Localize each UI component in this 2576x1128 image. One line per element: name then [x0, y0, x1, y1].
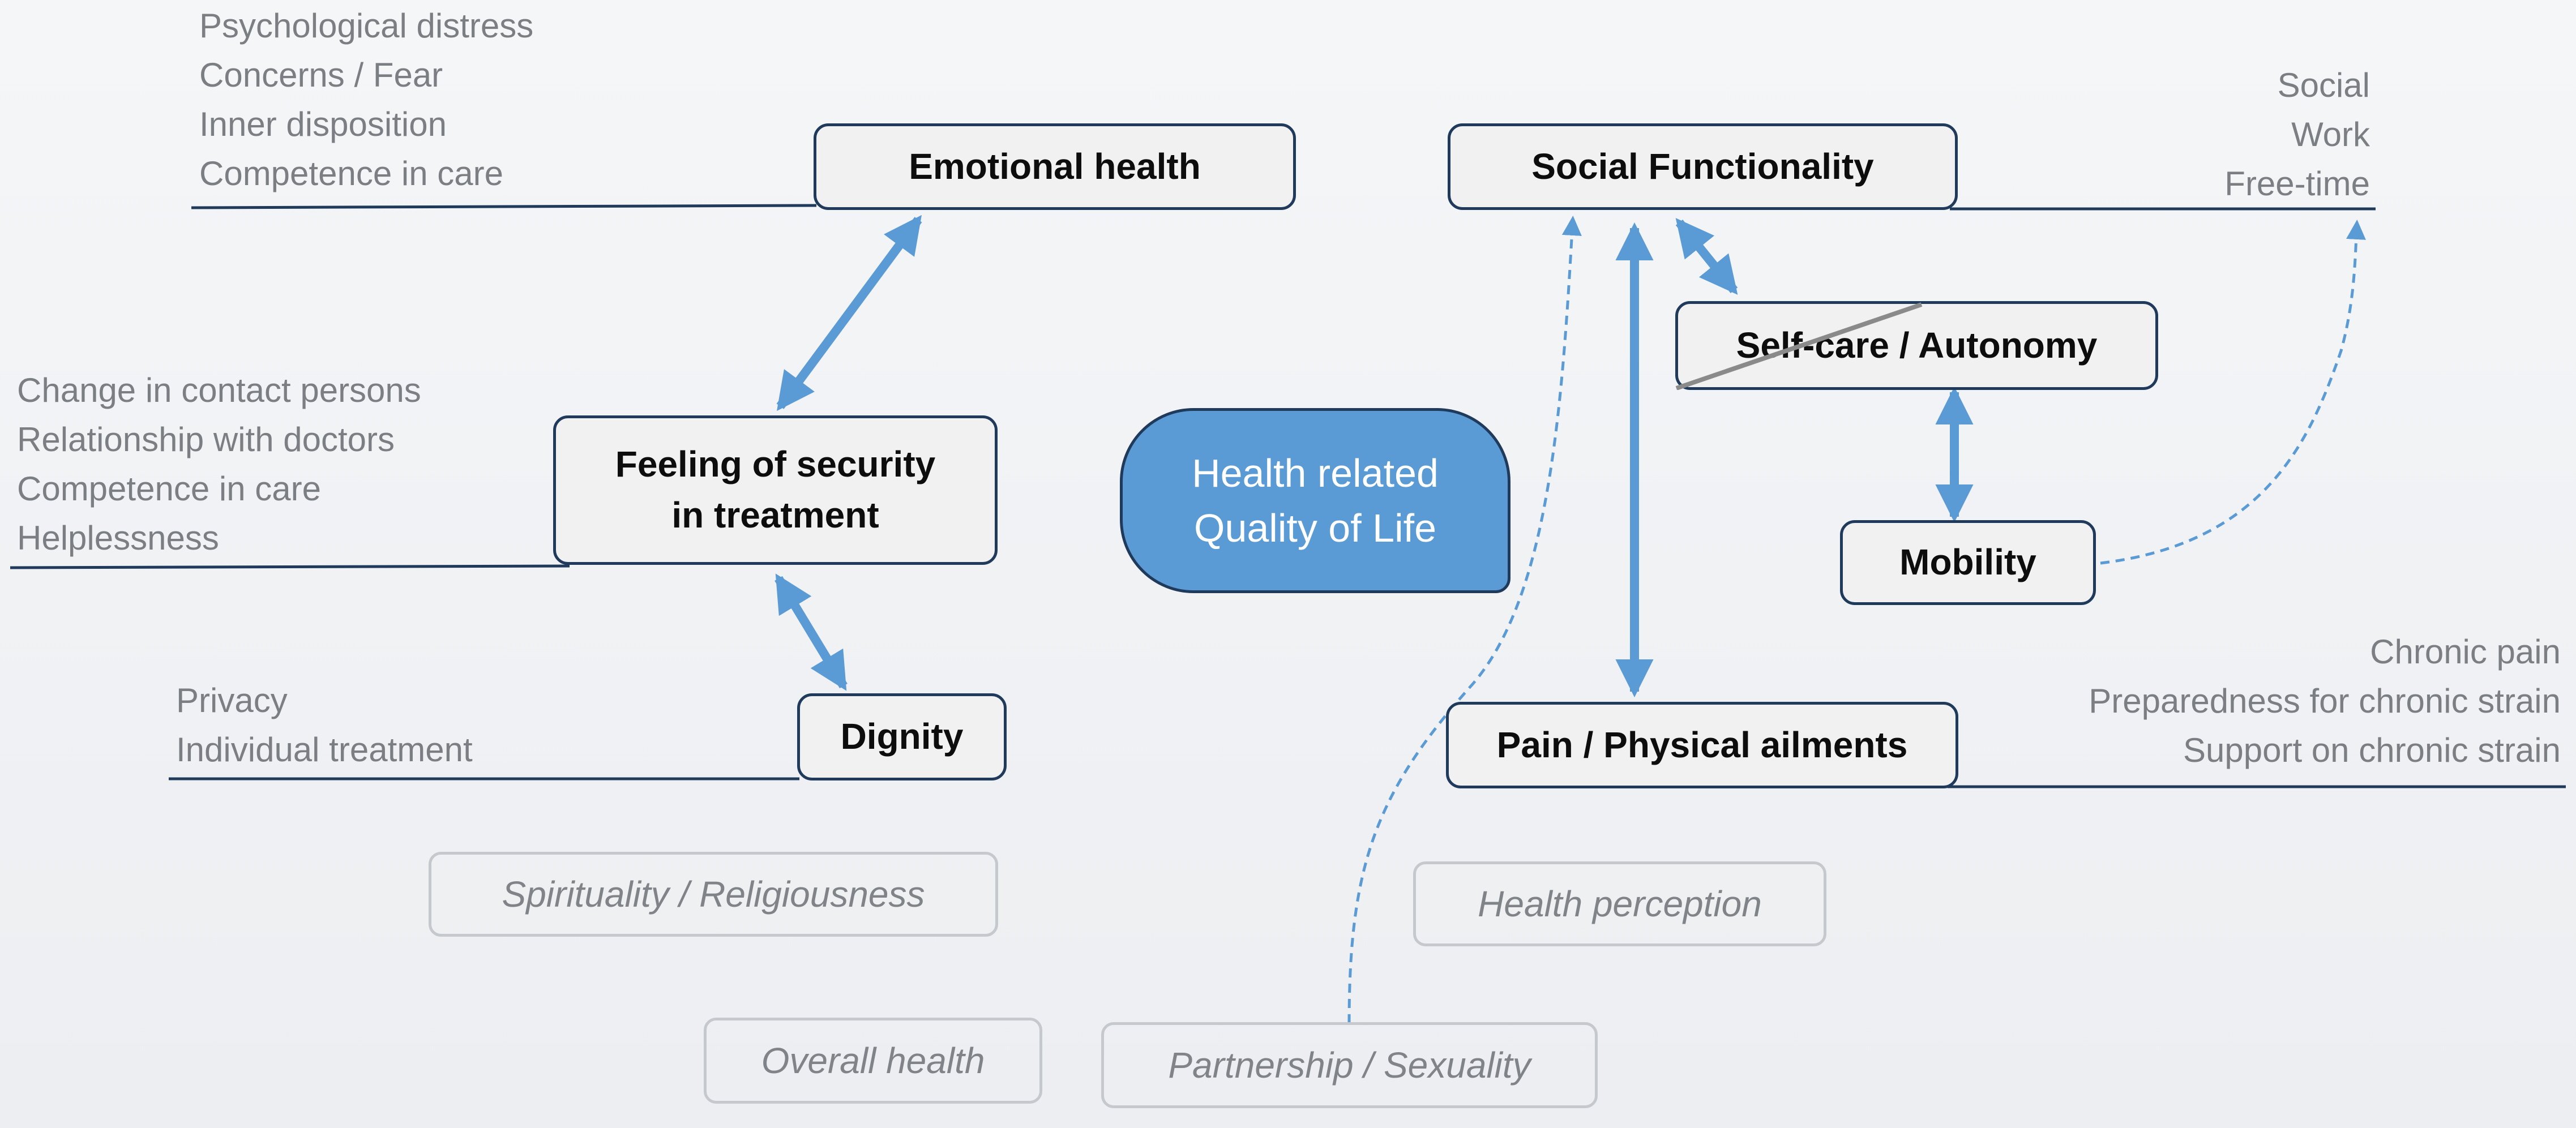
note-item: Chronic pain	[2370, 633, 2561, 671]
note-item: Inner disposition	[199, 105, 447, 143]
note-item: Work	[2291, 115, 2370, 153]
arrow-social-selfcare	[1675, 218, 1738, 295]
node-social-functionality: Social Functionality	[1448, 123, 1958, 210]
note-item: Competence in care	[17, 470, 321, 508]
note-item: Change in contact persons	[17, 371, 421, 409]
notes-dignity: Privacy Individual treatment	[176, 676, 473, 774]
notes-pain: Chronic pain Preparedness for chronic st…	[2089, 627, 2561, 775]
notes-feeling-security: Change in contact persons Relationship w…	[17, 366, 421, 563]
arrow-security-dignity	[774, 573, 848, 691]
notes-emotional-health: Psychological distress Concerns / Fear I…	[199, 1, 533, 198]
node-emotional-health: Emotional health	[814, 123, 1296, 210]
note-item: Social	[2277, 66, 2370, 104]
note-item: Helplessness	[17, 519, 219, 557]
strike-line	[1675, 302, 1923, 390]
node-mobility: Mobility	[1840, 520, 2096, 605]
center-health-related-qol: Health related Quality of Life	[1120, 408, 1510, 593]
dashed-arrow-mobility-social	[2100, 220, 2366, 565]
notes-social-functionality: Social Work Free-time	[2224, 61, 2370, 208]
faded-partnership-sexuality: Partnership / Sexuality	[1101, 1022, 1598, 1108]
underline-emotional-health	[191, 204, 817, 209]
node-pain-physical-ailments: Pain / Physical ailments	[1446, 702, 1958, 788]
note-item: Psychological distress	[199, 7, 534, 45]
note-item: Free-time	[2224, 165, 2370, 203]
note-item: Competence in care	[199, 155, 503, 192]
center-line-1: Health related	[1192, 451, 1439, 495]
faded-health-perception: Health perception	[1413, 861, 1826, 946]
faded-spirituality: Spirituality / Religiousness	[429, 852, 998, 937]
note-item: Preparedness for chronic strain	[2089, 682, 2561, 720]
note-item: Individual treatment	[176, 731, 473, 769]
node-self-care-autonomy: Self-care / Autonomy	[1675, 301, 2158, 390]
dashed-arrow-partnership-social	[1347, 216, 1582, 1024]
note-item: Privacy	[176, 681, 288, 719]
arrow-emotional-security	[776, 215, 922, 411]
node-feeling-of-security: Feeling of security in treatment	[553, 415, 998, 565]
underline-feeling-security	[10, 564, 570, 569]
faded-overall-health: Overall health	[704, 1018, 1042, 1104]
node-dignity: Dignity	[797, 693, 1007, 780]
note-item: Concerns / Fear	[199, 56, 443, 94]
note-item: Support on chronic strain	[2183, 731, 2561, 769]
center-line-2: Quality of Life	[1194, 505, 1436, 550]
note-item: Relationship with doctors	[17, 421, 395, 458]
